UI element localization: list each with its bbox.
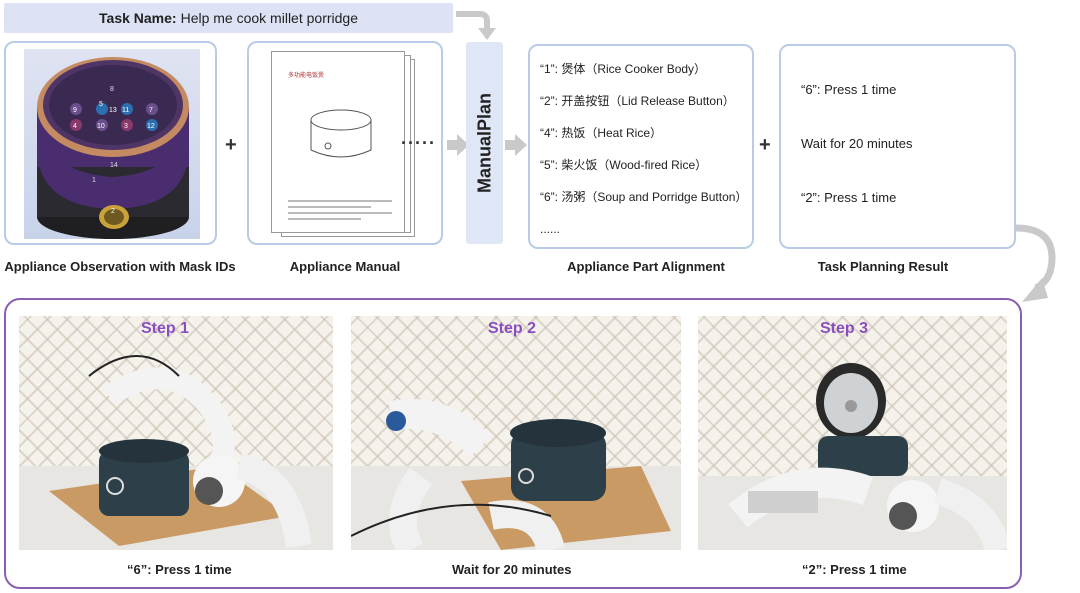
mask-id-13: 13 xyxy=(109,107,117,114)
alignment-item: “1”: 煲体（Rice Cooker Body） xyxy=(540,62,707,76)
mask-id-8: 8 xyxy=(110,86,114,93)
step-1-photo xyxy=(19,316,333,550)
manualplan-box: ManualPlan xyxy=(466,42,503,244)
task-name-value: Help me cook millet porridge xyxy=(180,10,358,26)
mask-id-1: 1 xyxy=(92,177,96,184)
planning-caption: Task Planning Result xyxy=(817,259,949,274)
plan-step-2: Wait for 20 minutes xyxy=(801,136,913,151)
step-1-caption: “6”: Press 1 time xyxy=(127,562,232,577)
observation-caption: Appliance Observation with Mask IDs xyxy=(4,259,236,274)
manual-ellipsis: ····· xyxy=(401,133,436,153)
plus-sign-1: + xyxy=(225,134,237,156)
task-name-bar: Task Name: Help me cook millet porridge xyxy=(4,3,453,33)
alignment-item: “6”: 汤粥（Soup and Porridge Button） xyxy=(540,190,748,204)
task-planning-panel: “6”: Press 1 time Wait for 20 minutes “2… xyxy=(779,44,1016,249)
mask-id-10: 10 xyxy=(97,123,105,130)
step-3-photo xyxy=(698,316,1007,550)
manual-caption: Appliance Manual xyxy=(289,259,401,274)
task-name-label: Task Name: xyxy=(99,10,177,26)
step-2-photo xyxy=(351,316,681,550)
manualplan-to-alignment-arrow xyxy=(505,134,527,156)
mask-id-14: 14 xyxy=(110,162,118,169)
mask-id-2: 2 xyxy=(111,208,115,215)
step-2-scene xyxy=(351,399,681,550)
manual-cooker-line-drawing xyxy=(310,109,372,158)
step-3-scene xyxy=(698,363,1007,550)
mask-id-7: 7 xyxy=(149,107,153,114)
manual-page-front: 多功能电饭煲 xyxy=(271,51,405,233)
plan-step-3: “2”: Press 1 time xyxy=(801,190,897,205)
mask-id-3: 3 xyxy=(124,123,128,130)
manual-page-title: 多功能电饭煲 xyxy=(288,72,325,79)
alignment-item: “5”: 柴火饭（Wood-fired Rice） xyxy=(540,158,708,172)
mask-id-11: 11 xyxy=(122,107,129,114)
plus-sign-2: + xyxy=(759,134,771,156)
appliance-manual-panel: 多功能电饭煲 xyxy=(247,41,443,245)
planning-to-execution-arrow xyxy=(1015,224,1056,302)
plan-step-1: “6”: Press 1 time xyxy=(801,82,897,97)
mask-id-9: 9 xyxy=(73,107,77,114)
manual-text-lines xyxy=(288,200,392,220)
manualplan-label: ManualPlan xyxy=(474,92,494,194)
step-3-caption: “2”: Press 1 time xyxy=(802,562,907,577)
alignment-item: “4”: 热饭（Heat Rice） xyxy=(540,126,663,140)
mask-id-5: 5 xyxy=(99,101,103,108)
manual-to-manualplan-arrow xyxy=(447,134,469,156)
mask-id-12: 12 xyxy=(147,123,155,130)
step-2-label: Step 2 xyxy=(488,320,537,337)
step-3-label: Step 3 xyxy=(820,320,869,337)
part-alignment-panel: “1”: 煲体（Rice Cooker Body） “2”: 开盖按钮（Lid … xyxy=(528,44,754,249)
alignment-caption: Appliance Part Alignment xyxy=(567,259,725,274)
task-to-manualplan-arrow xyxy=(456,11,496,40)
mask-id-4: 4 xyxy=(73,123,77,130)
alignment-item: “2”: 开盖按钮（Lid Release Button） xyxy=(540,94,735,108)
step-2-caption: Wait for 20 minutes xyxy=(452,562,572,577)
step-1-scene xyxy=(19,355,333,550)
rice-cooker-illustration: 8 9 5 13 11 7 4 10 3 12 14 1 2 xyxy=(37,57,189,239)
step-1-label: Step 1 xyxy=(141,320,190,337)
execution-frame xyxy=(4,298,1022,589)
appliance-observation-panel: 8 9 5 13 11 7 4 10 3 12 14 1 2 xyxy=(4,41,217,245)
alignment-item: ...... xyxy=(540,222,561,236)
